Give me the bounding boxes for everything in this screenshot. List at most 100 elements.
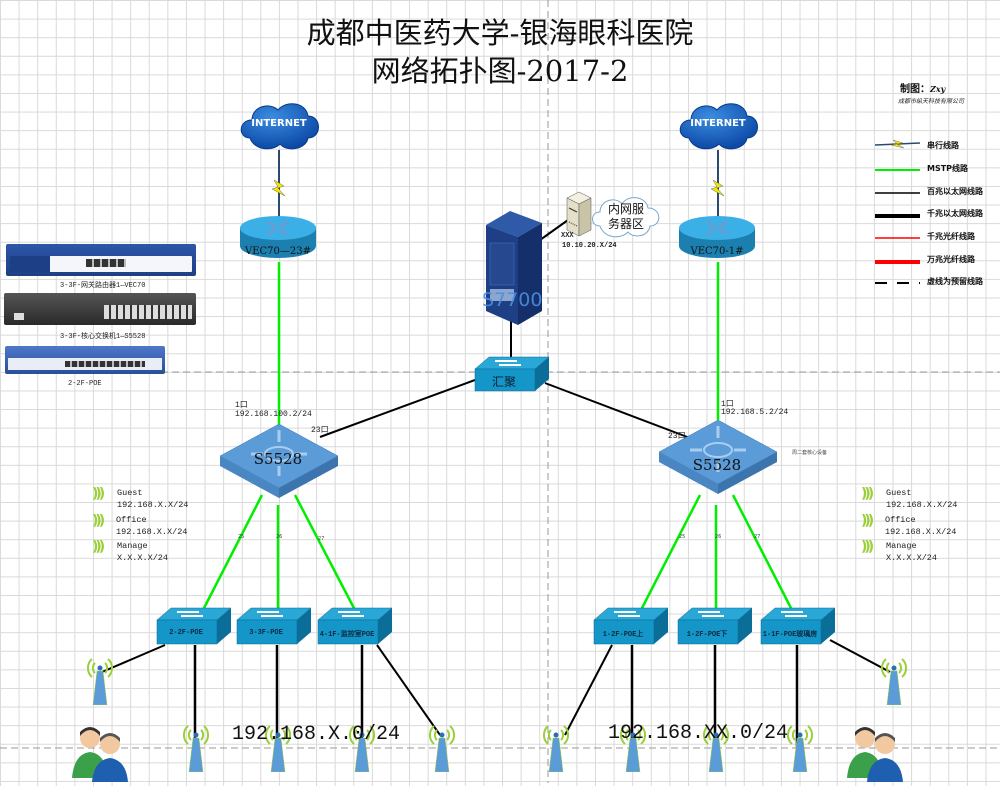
core-switch-left-label: S5528 bbox=[253, 450, 303, 468]
access-point-icon bbox=[346, 722, 378, 773]
right-core-agg-port: 23口 bbox=[668, 432, 686, 441]
legend-label: 百兆以太网线路 bbox=[927, 187, 983, 196]
legend-row-mstp: MSTP线路 bbox=[875, 160, 1000, 178]
aggregation-label: 汇聚 bbox=[491, 375, 516, 389]
layer3-switch-icon bbox=[658, 419, 778, 494]
core-chassis-s7700[interactable]: S7700 bbox=[480, 205, 544, 327]
intranet-server-cloud: 内网服 务器区 bbox=[590, 194, 662, 240]
access-switch[interactable]: 1-1F-POE玻璃房 bbox=[759, 606, 837, 646]
internet-label-left: INTERNET bbox=[251, 118, 307, 129]
diagram-title-line1: 成都中医药大学-银海眼科医院 bbox=[306, 16, 694, 50]
legend-label: 万兆光纤线路 bbox=[927, 255, 975, 264]
left-port-25: 25 bbox=[238, 534, 245, 540]
serial-bolt-right-icon bbox=[710, 179, 725, 197]
right-port-25: 25 bbox=[679, 534, 686, 540]
intranet-server-cloud-label: 内网服 务器区 bbox=[607, 202, 644, 231]
legend-label: MSTP线路 bbox=[927, 164, 969, 173]
wifi-signal-icon: ))) bbox=[92, 486, 105, 502]
access-switch-label: 4-1F-监控室POE bbox=[319, 631, 375, 639]
access-point-icon bbox=[617, 722, 649, 773]
router-left[interactable]: VEC70—23# bbox=[238, 212, 318, 262]
access-point-icon bbox=[180, 722, 212, 773]
ten-gigabit-fiber-icon bbox=[875, 260, 920, 264]
access-point-icon bbox=[784, 722, 816, 773]
access-switch[interactable]: 4-1F-监控室POE bbox=[316, 606, 394, 646]
cloud-icon bbox=[679, 103, 758, 150]
poe-switch-photo bbox=[5, 346, 165, 374]
switch-icon bbox=[156, 607, 232, 645]
diagram-title-line2: 网络拓扑图-2017-2 bbox=[371, 54, 629, 88]
core-switch-photo bbox=[4, 293, 196, 325]
legend-row-ten-gigabit-fiber: 万兆光纤线路 bbox=[875, 251, 1000, 269]
legend-label: 虚线为预留线路 bbox=[927, 277, 983, 286]
server[interactable] bbox=[565, 190, 593, 238]
users-icon-right bbox=[843, 722, 907, 782]
right-core-uplink-port: 1口 bbox=[721, 400, 734, 409]
server-ip: 10.10.20.X/24 bbox=[562, 242, 617, 250]
wifi-signal-icon: ))) bbox=[861, 539, 874, 555]
legend-row-gigabit-ethernet: 千兆以太网线路 bbox=[875, 205, 1000, 223]
access-switch-label: 1-1F-POE玻璃房 bbox=[762, 631, 818, 639]
access-point-icon bbox=[262, 722, 294, 773]
author-label: 制图： bbox=[900, 84, 930, 95]
gateway-router-photo bbox=[6, 244, 196, 276]
chassis-icon bbox=[486, 211, 542, 325]
right-core-note: 周二套核心设备 bbox=[792, 450, 828, 456]
access-switch[interactable]: 2-2F-POE bbox=[155, 606, 233, 646]
core-switch-caption: 3-3F-核心交换机1—S5528 bbox=[60, 333, 146, 341]
switch-icon bbox=[593, 607, 669, 645]
wifi-signal-icon: ))) bbox=[861, 513, 874, 529]
right-port-27: 27 bbox=[754, 534, 761, 540]
switch-icon bbox=[317, 607, 393, 645]
access-switch-label: 2-2F-POE bbox=[169, 629, 203, 637]
author-block: 制图：Zxy bbox=[900, 80, 945, 95]
switch-icon bbox=[760, 607, 836, 645]
core-switch-left[interactable]: S5528 bbox=[218, 418, 340, 498]
fast-ethernet-icon bbox=[875, 192, 920, 194]
mstp-link-right-25 bbox=[638, 494, 702, 613]
router-right[interactable]: VEC70-1# bbox=[677, 212, 757, 262]
switch-icon bbox=[677, 607, 753, 645]
access-point-icon bbox=[700, 722, 732, 773]
switch-icon bbox=[236, 607, 312, 645]
router-right-label: VEC70-1# bbox=[690, 246, 744, 257]
legend-row-gigabit-fiber: 千兆光纤线路 bbox=[875, 228, 1000, 246]
right-port-26: 26 bbox=[715, 534, 722, 540]
legend-label: 千兆以太网线路 bbox=[927, 209, 983, 218]
mstp-link-right-27 bbox=[731, 494, 795, 613]
access-switch[interactable]: 3-3F-POE bbox=[235, 606, 313, 646]
router-left-label: VEC70—23# bbox=[244, 246, 311, 257]
link-aggregation-right-core bbox=[544, 382, 691, 439]
access-point-icon bbox=[540, 722, 572, 773]
gigabit-fiber-icon bbox=[875, 237, 920, 239]
mstp-link-icon bbox=[875, 169, 920, 171]
access-switch-label: 1-2F-POE下 bbox=[686, 631, 728, 639]
aggregation-switch[interactable]: 汇聚 bbox=[473, 355, 551, 393]
access-switch[interactable]: 1-2F-POE上 bbox=[592, 606, 670, 646]
internet-label-right: INTERNET bbox=[690, 118, 746, 129]
legend-label: 千兆光纤线路 bbox=[927, 232, 975, 241]
legend-label: 串行线路 bbox=[927, 141, 959, 150]
access-switch[interactable]: 1-2F-POE下 bbox=[676, 606, 754, 646]
left-core-agg-port: 23口 bbox=[311, 426, 329, 435]
serial-link-icon bbox=[875, 139, 920, 149]
access-switch-label: 1-2F-POE上 bbox=[602, 631, 644, 639]
core-switch-right-label: S5528 bbox=[692, 456, 742, 474]
link-ap-6 bbox=[564, 644, 613, 736]
poe-switch-caption: 2-2F-POE bbox=[68, 380, 102, 388]
legend-row-serial: 串行线路 bbox=[875, 137, 1000, 155]
author-name: Zxy bbox=[930, 84, 946, 94]
serial-bolt-left-icon bbox=[271, 179, 286, 197]
legend-row-fast-ethernet: 百兆以太网线路 bbox=[875, 183, 1000, 201]
left-port-27: 27 bbox=[318, 536, 325, 542]
left-core-uplink-port: 1口 bbox=[235, 401, 248, 410]
server-icon bbox=[566, 191, 592, 237]
core-switch-right[interactable]: S5528 bbox=[657, 414, 779, 494]
gateway-router-caption: 3-3F-网关路由器1—VEC70 bbox=[60, 282, 146, 290]
